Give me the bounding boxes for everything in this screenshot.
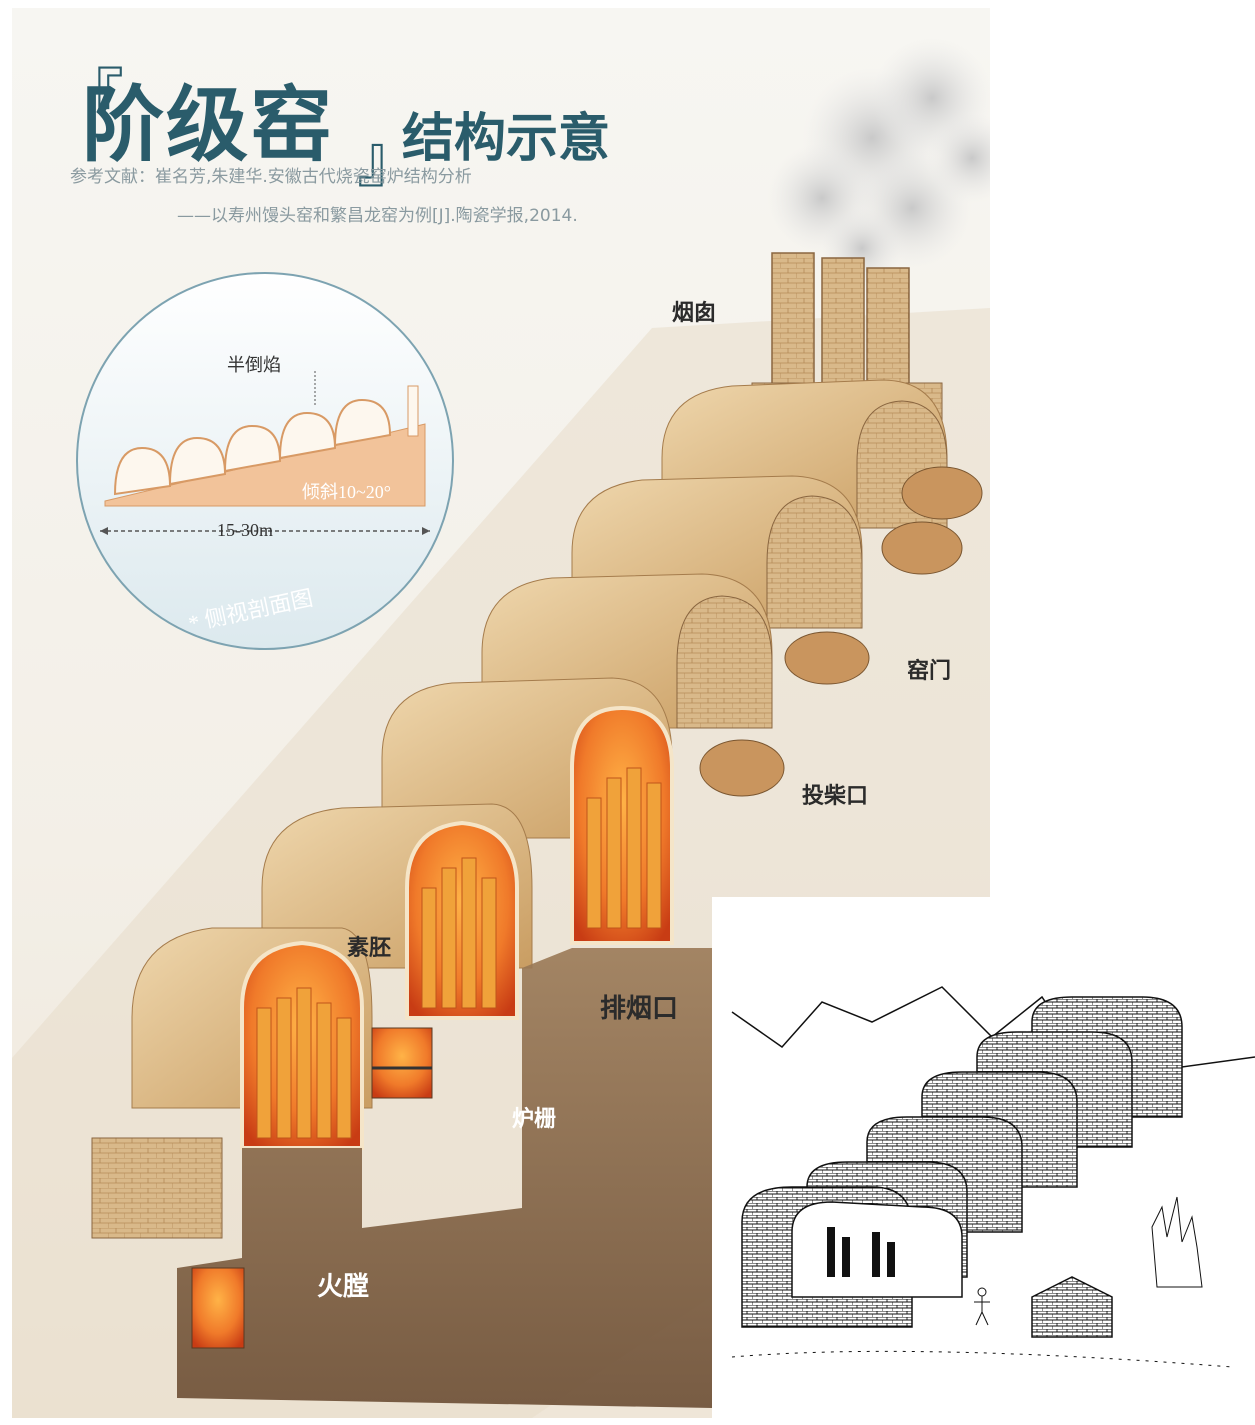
firebox-trench <box>177 948 712 1408</box>
label-grate: 炉栅 <box>512 1106 557 1131</box>
wood-piles <box>699 466 983 797</box>
front-brick-wall <box>91 1137 223 1239</box>
label-flue: 排烟口 <box>600 994 679 1023</box>
page-title: 阶级窑 <box>82 77 335 173</box>
label-kiln-door: 窑门 <box>907 658 952 683</box>
smoke-cloud <box>767 38 990 288</box>
grate-chamber <box>371 1027 433 1099</box>
title-bracket-right: 』 <box>357 123 421 197</box>
side-section-inset <box>76 272 454 650</box>
reference-line-2: ——以寿州馒头窑和繁昌龙窑为例[J].陶瓷学报,2014. <box>177 206 578 226</box>
firebox-chamber <box>191 1267 245 1349</box>
label-firebox: 火膛 <box>317 1272 370 1301</box>
reference-line-1: 参考文献：崔名芳,朱建华.安徽古代烧瓷窑炉结构分析 <box>70 167 472 187</box>
page-subtitle: 结构示意 <box>402 109 611 169</box>
dragon-kiln-drawing <box>731 986 1255 1368</box>
label-chimney: 烟囱 <box>672 300 717 325</box>
line-drawing-panel <box>712 897 1255 1425</box>
title-bracket-left: 『 <box>60 63 124 137</box>
inset-slope-label: 倾斜10~20° <box>302 482 391 502</box>
label-fuel-port: 投柴口 <box>802 783 869 808</box>
green-ware-stacks <box>256 767 662 1139</box>
inset-length-label: 15-30m <box>217 520 273 540</box>
label-green-ware: 素胚 <box>347 935 392 960</box>
inset-flame-label: 半倒焰 <box>227 355 281 375</box>
